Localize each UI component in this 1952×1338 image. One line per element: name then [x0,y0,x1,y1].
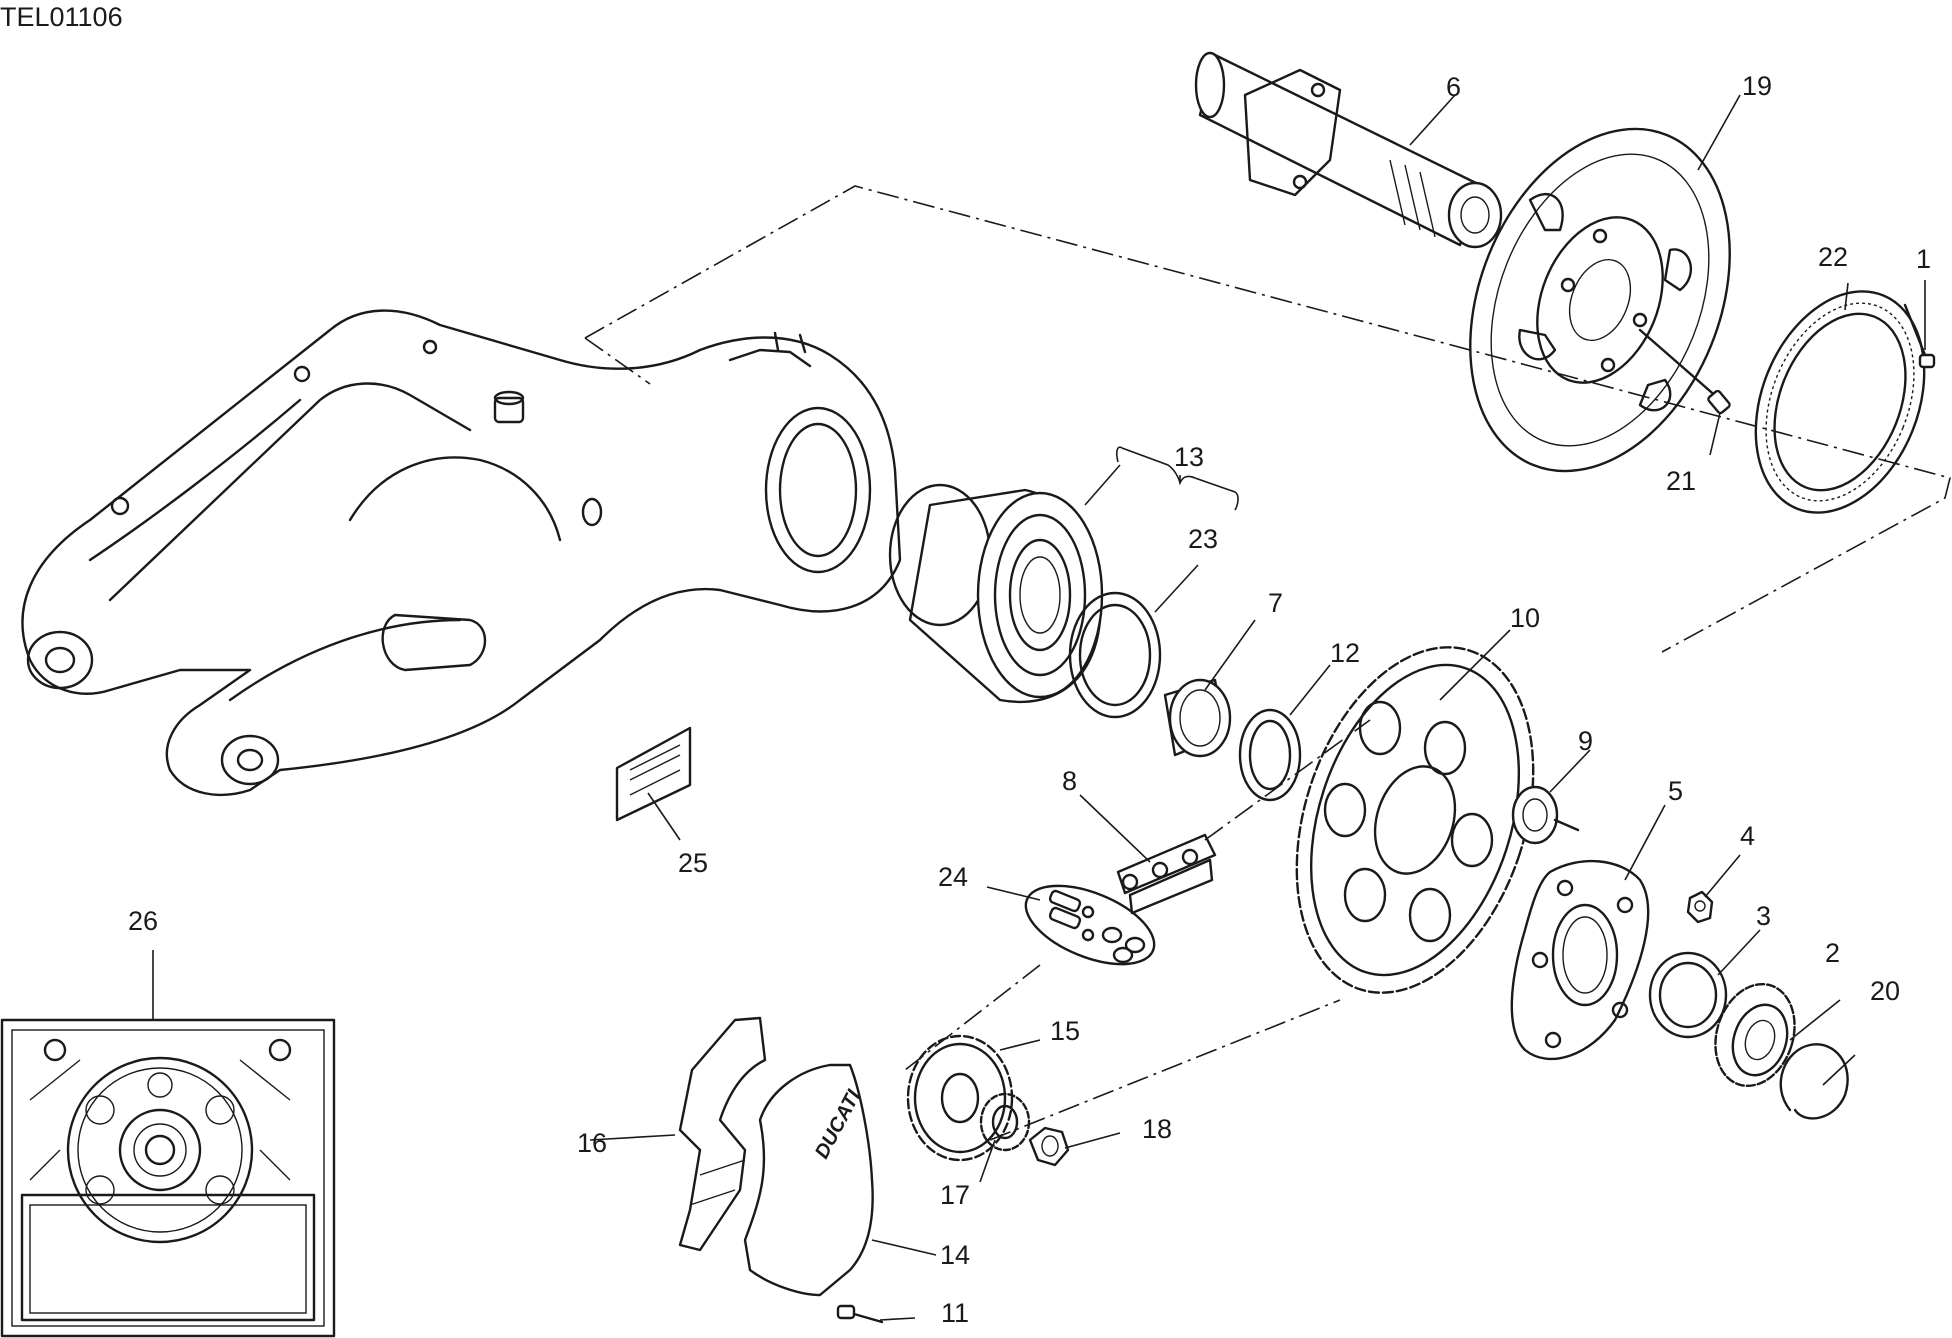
callout-6: 6 [1446,72,1461,102]
callout-leaders [152,94,1926,1321]
chain-master-link [1116,833,1217,915]
callout-11: 11 [941,1298,969,1328]
sprocket-carrier-flange [1510,859,1650,1061]
callout-1: 1 [1916,244,1931,274]
thin-washer [1238,708,1302,802]
sprocket-bearing [1511,785,1580,845]
cover-screw [836,1304,884,1324]
chain-joint-kit [1024,884,1156,966]
callout-9: 9 [1578,726,1593,756]
callout-16: 16 [577,1128,607,1158]
callout-23: 23 [1188,524,1218,554]
seal-ring [1068,591,1162,719]
rear-sprocket [1295,646,1535,994]
chain-line [1204,719,1371,841]
callout-13: 13 [1174,442,1204,472]
flange-nut [1686,890,1714,924]
abs-tone-ring [1754,290,1926,514]
warning-label-plate [615,726,692,822]
callout-19: 19 [1742,71,1772,101]
hub-washer [1648,951,1728,1039]
callout-15: 15 [1050,1016,1080,1046]
callout-2: 2 [1825,938,1840,968]
callout-numbers: 1 2 3 4 5 6 7 8 9 10 11 12 13 14 15 16 1… [128,71,1931,1328]
callout-12: 12 [1330,638,1360,668]
callout-8: 8 [1062,766,1077,796]
sprocket-cover: DUCATI [743,1063,874,1297]
drawing-code: TEL01106 [0,2,123,32]
sprocket-nut [1028,1126,1070,1167]
cover-brand-marking: DUCATI [811,1086,865,1162]
assembly-outline [584,185,1951,653]
callout-22: 22 [1818,242,1848,272]
assembly-outline-tick [584,337,651,385]
rear-hub-axle [1194,51,1503,249]
swingarm [21,309,902,797]
disc-screw [1638,328,1731,415]
chain-line-bottom [989,999,1341,1141]
callout-24: 24 [938,862,968,892]
chain-line-lower [904,964,1041,1071]
callout-26: 26 [128,906,158,936]
callout-5: 5 [1668,776,1683,806]
inset-detail-panel [0,1018,336,1338]
callout-18: 18 [1142,1114,1172,1144]
spacer-bushing [1163,678,1232,758]
callout-7: 7 [1268,588,1283,618]
callout-21: 21 [1666,466,1696,496]
callout-20: 20 [1870,976,1900,1006]
brake-disc [1469,127,1731,473]
callout-25: 25 [678,848,708,878]
callout-10: 10 [1510,603,1540,633]
callout-17: 17 [940,1180,970,1210]
callout-4: 4 [1740,821,1755,851]
callout-14: 14 [940,1240,970,1270]
chain-guide [678,1016,767,1252]
lock-washer [979,1092,1031,1152]
callout-3: 3 [1756,901,1771,931]
tone-ring-screw [1903,303,1936,369]
circlip [1779,1043,1849,1120]
front-sprocket [906,1034,1014,1162]
ring-nut [1714,982,1796,1088]
